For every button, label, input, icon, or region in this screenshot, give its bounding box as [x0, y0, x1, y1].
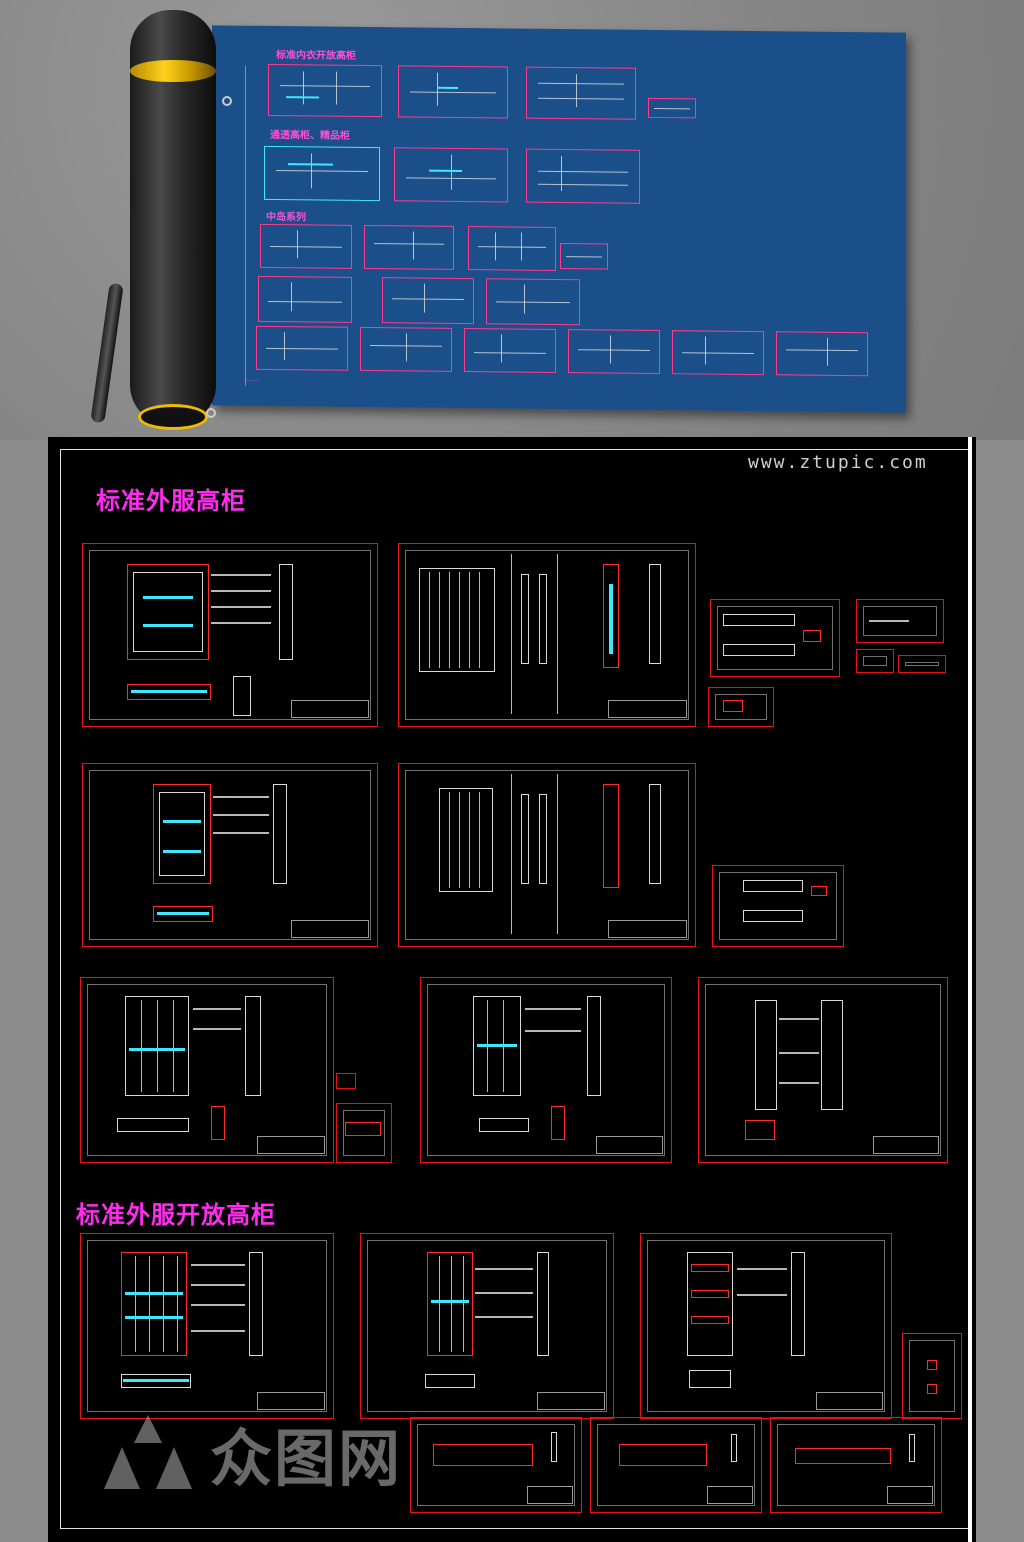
blueprint-poster: 标准内衣开放高柜 通透高柜、精品柜 中岛系列 — — —	[212, 25, 906, 413]
cad-sheet	[336, 1073, 356, 1089]
cad-sheet	[770, 1417, 942, 1513]
cad-sheet	[80, 977, 334, 1163]
cad-sheet	[590, 1417, 762, 1513]
poster-sheet	[776, 331, 868, 377]
section-title-standard-open-high-cabinet: 标准外服开放高柜	[76, 1201, 276, 1229]
cad-sheet	[856, 599, 944, 643]
poster-sheet	[648, 97, 696, 119]
cad-sheet	[82, 763, 378, 947]
cad-sheet	[80, 1233, 334, 1419]
hook-icon	[222, 96, 232, 106]
poster-sheet	[260, 223, 352, 269]
poster-sheet	[672, 330, 764, 376]
cad-sheet	[856, 649, 894, 673]
cad-drawing-panel: www.ztupic.com 标准外服高柜	[48, 437, 976, 1542]
poster-sheet	[364, 224, 454, 270]
cad-sheet	[360, 1233, 614, 1419]
poster-sheet	[398, 65, 508, 119]
poster-roll	[130, 10, 216, 430]
cad-sheet	[398, 763, 696, 947]
roll-end-cap	[138, 404, 208, 430]
poster-sheet	[468, 226, 556, 271]
poster-sheet	[264, 145, 380, 202]
poster-sheet	[526, 148, 640, 204]
poster-sheet	[394, 147, 508, 203]
cad-sheet	[398, 543, 696, 727]
cad-sheet	[712, 865, 844, 947]
section-title-standard-high-cabinet: 标准外服高柜	[96, 487, 246, 515]
cad-sheet	[410, 1417, 582, 1513]
hook-icon	[206, 408, 216, 418]
poster-guide-line	[245, 65, 246, 386]
cad-sheet	[898, 655, 946, 673]
cad-sheet	[336, 1103, 392, 1163]
poster-sheet	[568, 329, 660, 375]
poster-sheet	[268, 63, 382, 118]
logo-text: 众图网	[210, 1422, 403, 1495]
cad-sheet	[710, 599, 840, 677]
poster-sheet	[560, 243, 608, 270]
poster-sheet	[382, 277, 474, 325]
panel-frame-edge	[968, 437, 972, 1542]
roll-band-top	[130, 60, 216, 82]
poster-section-title-3: 中岛系列	[266, 211, 306, 224]
brand-watermark-logo: 众图网	[92, 1408, 402, 1498]
cad-sheet	[420, 977, 672, 1163]
cad-sheet	[708, 687, 774, 727]
cad-sheet	[902, 1333, 962, 1419]
poster-sheet	[360, 326, 452, 372]
cad-sheet	[698, 977, 948, 1163]
cad-sheet	[82, 543, 378, 727]
poster-section-title-2: 通透高柜、精品柜	[270, 129, 350, 142]
poster-footer-text: — — —	[244, 377, 259, 383]
poster-sheet	[256, 325, 348, 371]
poster-sheet	[526, 66, 636, 120]
watermark-url: www.ztupic.com	[748, 452, 928, 473]
poster-sheet	[258, 275, 352, 323]
logo-mark-icon	[92, 1413, 204, 1493]
poster-sheet	[464, 328, 556, 373]
poster-section-title-1: 标准内衣开放高柜	[276, 50, 356, 62]
cad-sheet	[640, 1233, 892, 1419]
poster-sheet	[486, 278, 580, 326]
